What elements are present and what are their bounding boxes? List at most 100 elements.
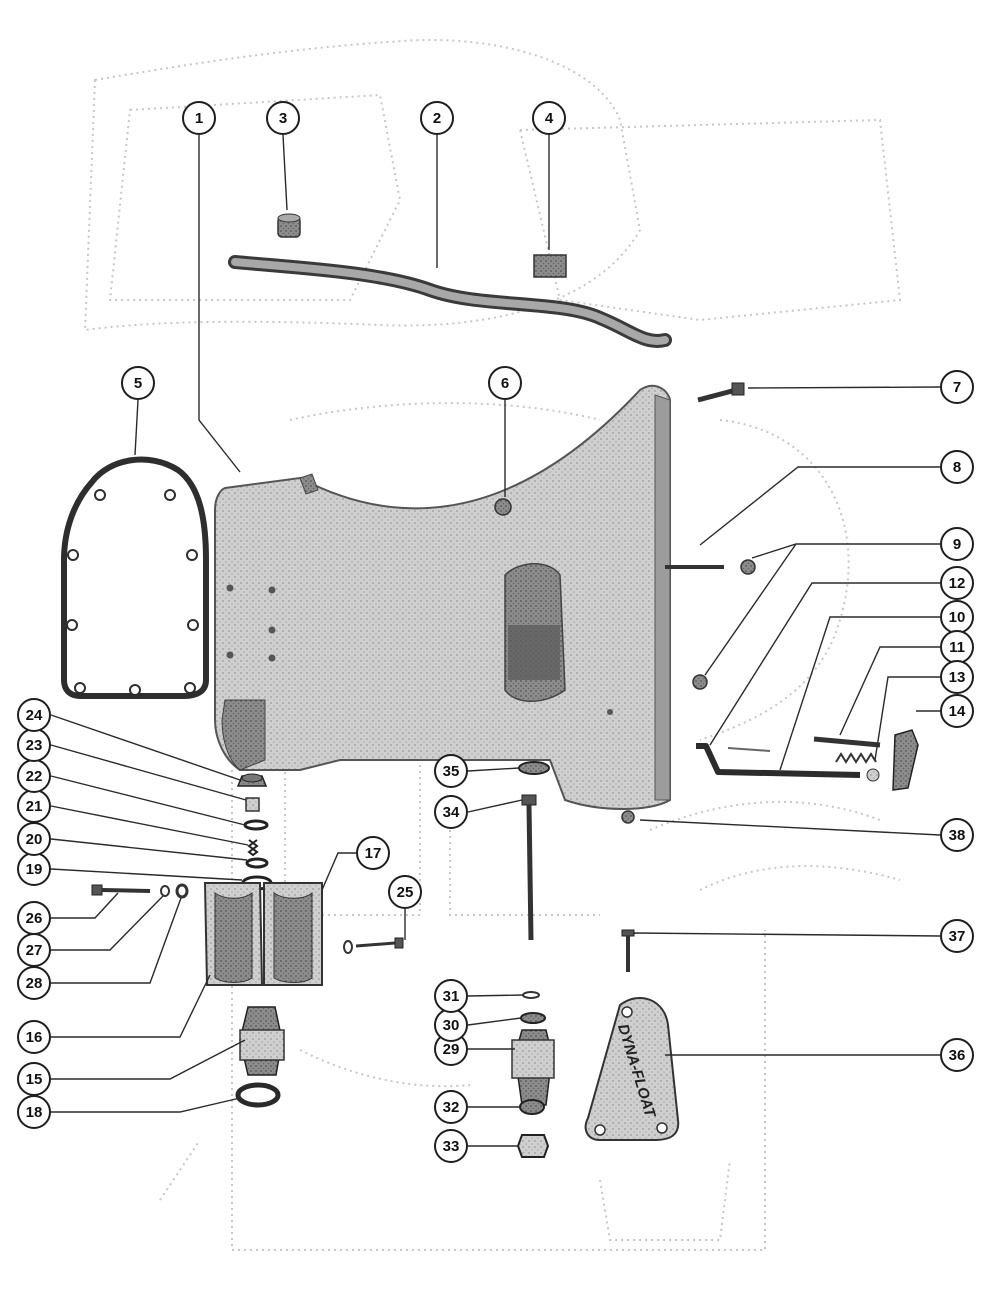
callout-28: 28 bbox=[17, 966, 51, 1000]
callout-label-10: 10 bbox=[949, 609, 966, 626]
callout-label-21: 21 bbox=[26, 798, 43, 815]
callout-label-19: 19 bbox=[26, 861, 43, 878]
callout-label-3: 3 bbox=[279, 110, 287, 127]
callout-circle-34 bbox=[434, 795, 468, 829]
drive-shaft-housing bbox=[214, 384, 671, 810]
callout-circle-18 bbox=[17, 1095, 51, 1129]
leader-line-12 bbox=[709, 582, 940, 746]
callout-circle-35 bbox=[434, 754, 468, 788]
callout-27: 27 bbox=[17, 933, 51, 967]
callout-21: 21 bbox=[17, 789, 51, 823]
leader-line-37 bbox=[633, 932, 941, 937]
callout-label-36: 36 bbox=[949, 1047, 966, 1064]
callout-label-27: 27 bbox=[26, 942, 43, 959]
callout-label-38: 38 bbox=[949, 827, 966, 844]
callout-label-35: 35 bbox=[443, 763, 460, 780]
callout-label-4: 4 bbox=[545, 110, 554, 127]
callout-circle-25 bbox=[388, 875, 422, 909]
leader-line-10 bbox=[779, 616, 940, 771]
dyna-float-plate: DYNA-FLOAT bbox=[584, 996, 680, 1141]
callout-label-28: 28 bbox=[26, 975, 43, 992]
callout-6: 6 bbox=[488, 366, 522, 400]
leader-line-20 bbox=[50, 838, 248, 861]
callout-circle-5 bbox=[121, 366, 155, 400]
callout-circle-28 bbox=[17, 966, 51, 1000]
callout-32: 32 bbox=[434, 1090, 468, 1124]
callout-35: 35 bbox=[434, 754, 468, 788]
leader-line-5 bbox=[134, 399, 139, 456]
gasket bbox=[61, 456, 209, 699]
washer-30 bbox=[520, 1012, 546, 1024]
callout-label-8: 8 bbox=[953, 459, 961, 476]
seal-ring-18 bbox=[235, 1082, 281, 1108]
callout-circle-7 bbox=[940, 370, 974, 404]
leader-line-34 bbox=[467, 799, 523, 813]
callout-label-6: 6 bbox=[501, 375, 509, 392]
leader-line-38 bbox=[639, 819, 941, 836]
callout-label-7: 7 bbox=[953, 379, 961, 396]
callout-10: 10 bbox=[940, 600, 974, 634]
callout-circle-2 bbox=[420, 101, 454, 135]
callout-circle-13 bbox=[940, 660, 974, 694]
callout-label-37: 37 bbox=[949, 928, 966, 945]
callout-22: 22 bbox=[17, 759, 51, 793]
callout-8: 8 bbox=[940, 450, 974, 484]
callout-label-11: 11 bbox=[949, 639, 965, 656]
nut-33 bbox=[516, 1134, 550, 1158]
bolt-26 bbox=[91, 883, 189, 899]
callout-9: 9 bbox=[940, 527, 974, 561]
leader-line-23 bbox=[50, 744, 247, 801]
leader-line-19 bbox=[50, 868, 243, 881]
callout-38: 38 bbox=[940, 818, 974, 852]
leader-line-35 bbox=[467, 767, 520, 772]
callout-12: 12 bbox=[940, 566, 974, 600]
leader-line-16 bbox=[51, 974, 211, 1038]
callout-label-34: 34 bbox=[443, 804, 460, 821]
callout-2: 2 bbox=[420, 101, 454, 135]
leader-line-30 bbox=[467, 1017, 522, 1026]
callout-label-9: 9 bbox=[953, 536, 961, 553]
callout-4: 4 bbox=[532, 101, 566, 135]
leader-line-26 bbox=[51, 892, 119, 919]
washer-31 bbox=[522, 991, 540, 999]
callout-24: 24 bbox=[17, 698, 51, 732]
rod-10 bbox=[696, 743, 861, 778]
plug-38 bbox=[621, 810, 635, 824]
callout-1: 1 bbox=[182, 101, 216, 135]
callout-circle-36 bbox=[940, 1038, 974, 1072]
callout-circle-16 bbox=[17, 1020, 51, 1054]
pump-body-16 bbox=[203, 882, 264, 986]
callout-circle-12 bbox=[940, 566, 974, 600]
callout-30: 30 bbox=[434, 1008, 468, 1042]
callout-label-24: 24 bbox=[26, 707, 43, 724]
callout-33: 33 bbox=[434, 1129, 468, 1163]
callout-label-1: 1 bbox=[195, 110, 203, 127]
callout-label-12: 12 bbox=[949, 575, 966, 592]
callout-circle-9 bbox=[940, 527, 974, 561]
callout-7: 7 bbox=[940, 370, 974, 404]
callout-23: 23 bbox=[17, 728, 51, 762]
callout-20: 20 bbox=[17, 822, 51, 856]
leader-line-27 bbox=[51, 895, 164, 951]
callout-29: 29 bbox=[434, 1032, 468, 1066]
sleeve bbox=[533, 254, 567, 278]
callout-16: 16 bbox=[17, 1020, 51, 1054]
grommet bbox=[277, 213, 301, 238]
callout-19: 19 bbox=[17, 852, 51, 886]
callout-label-32: 32 bbox=[443, 1099, 460, 1116]
callout-37: 37 bbox=[940, 919, 974, 953]
callout-circle-14 bbox=[940, 694, 974, 728]
callout-36: 36 bbox=[940, 1038, 974, 1072]
callout-circle-33 bbox=[434, 1129, 468, 1163]
callout-34: 34 bbox=[434, 795, 468, 829]
callout-label-15: 15 bbox=[26, 1071, 43, 1088]
leader-line-3 bbox=[282, 134, 288, 211]
leader-line-8 bbox=[699, 466, 940, 546]
callout-circle-4 bbox=[532, 101, 566, 135]
callout-label-20: 20 bbox=[26, 831, 43, 848]
leader-line-1 bbox=[198, 135, 241, 473]
leader-line-31 bbox=[467, 994, 524, 997]
screw-7 bbox=[697, 382, 745, 403]
